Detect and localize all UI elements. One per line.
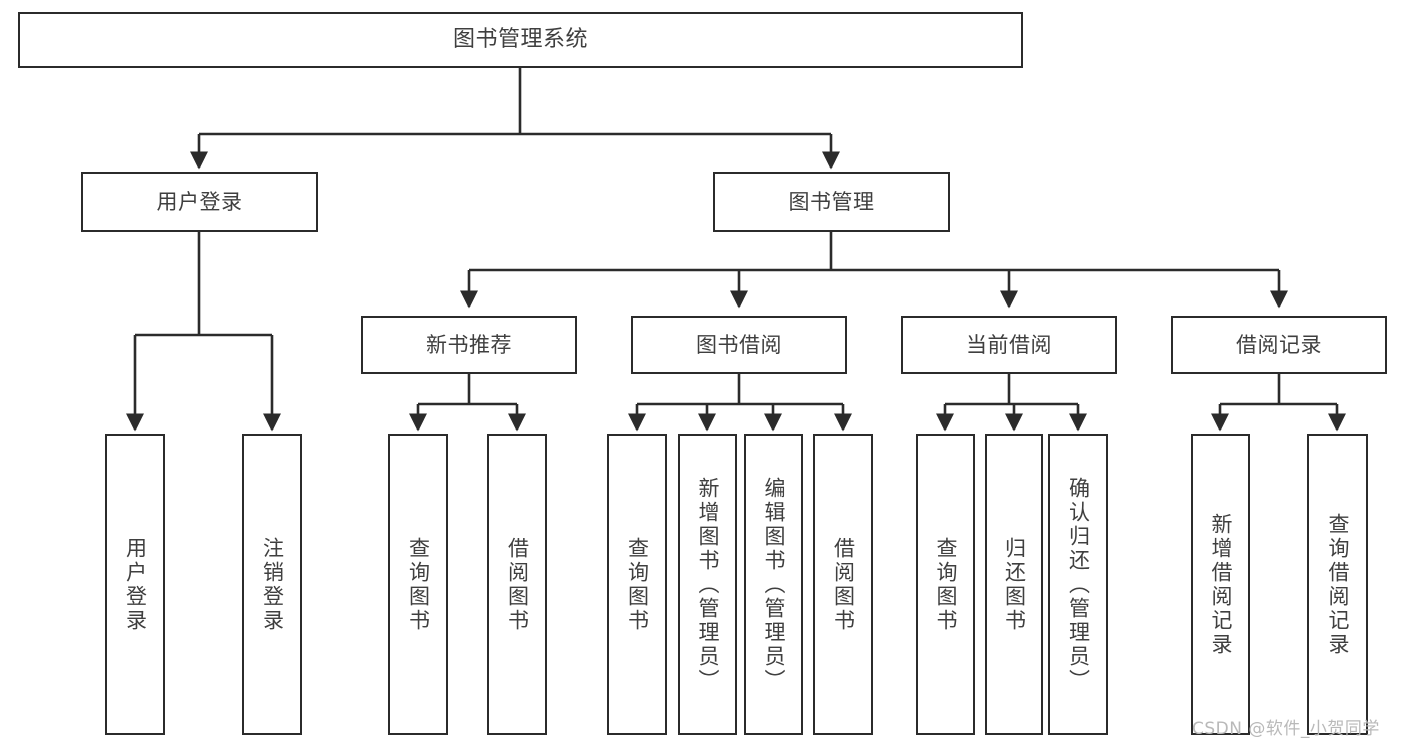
leaf-current-borrow-confirm[interactable]: 确认归还（管理员） — [1048, 434, 1108, 735]
node-root-system[interactable]: 图书管理系统 — [18, 12, 1023, 68]
leaf-current-borrow-confirm-label: 确认归还（管理员） — [1066, 476, 1091, 693]
leaf-book-borrow-query-label: 查询图书 — [625, 536, 650, 633]
leaf-book-borrow-edit[interactable]: 编辑图书（管理员） — [744, 434, 803, 735]
leaf-current-borrow-query-label: 查询图书 — [934, 536, 958, 633]
leaf-book-borrow-lend[interactable]: 借阅图书 — [813, 434, 873, 735]
leaf-new-book-borrow[interactable]: 借阅图书 — [487, 434, 547, 735]
leaf-current-borrow-return-label: 归还图书 — [1002, 536, 1027, 633]
leaf-user-login-signout[interactable]: 注销登录 — [242, 434, 302, 735]
node-user-login-label: 用户登录 — [156, 189, 243, 214]
csdn-watermark: CSDN @软件_小贺同学 — [1192, 719, 1380, 739]
node-new-book-recommend-label: 新书推荐 — [426, 332, 512, 357]
leaf-user-login-signin[interactable]: 用户登录 — [105, 434, 165, 735]
node-root-system-label: 图书管理系统 — [452, 27, 588, 53]
node-book-manage-label: 图书管理 — [788, 189, 875, 214]
leaf-borrow-record-add-label: 新增借阅记录 — [1209, 512, 1233, 657]
leaf-user-login-signout-label: 注销登录 — [260, 536, 285, 633]
leaf-current-borrow-return[interactable]: 归还图书 — [985, 434, 1043, 735]
node-book-borrow[interactable]: 图书借阅 — [631, 316, 847, 374]
leaf-borrow-record-query-label: 查询借阅记录 — [1326, 512, 1350, 657]
leaf-new-book-borrow-label: 借阅图书 — [505, 536, 530, 633]
node-current-borrow[interactable]: 当前借阅 — [901, 316, 1117, 374]
leaf-new-book-query-label: 查询图书 — [406, 536, 431, 633]
node-user-login[interactable]: 用户登录 — [81, 172, 318, 232]
node-new-book-recommend[interactable]: 新书推荐 — [361, 316, 577, 374]
leaf-current-borrow-query[interactable]: 查询图书 — [916, 434, 975, 735]
leaf-borrow-record-query[interactable]: 查询借阅记录 — [1307, 434, 1368, 735]
leaf-book-borrow-lend-label: 借阅图书 — [831, 536, 856, 633]
leaf-borrow-record-add[interactable]: 新增借阅记录 — [1191, 434, 1250, 735]
leaf-user-login-signin-label: 用户登录 — [123, 536, 148, 633]
node-book-manage[interactable]: 图书管理 — [713, 172, 950, 232]
leaf-book-borrow-add[interactable]: 新增图书（管理员） — [678, 434, 737, 735]
node-borrow-record-label: 借阅记录 — [1236, 332, 1322, 357]
leaf-book-borrow-add-label: 新增图书（管理员） — [696, 476, 720, 693]
node-book-borrow-label: 图书借阅 — [696, 332, 782, 357]
leaf-new-book-query[interactable]: 查询图书 — [388, 434, 448, 735]
node-borrow-record[interactable]: 借阅记录 — [1171, 316, 1387, 374]
leaf-book-borrow-query[interactable]: 查询图书 — [607, 434, 667, 735]
leaf-book-borrow-edit-label: 编辑图书（管理员） — [762, 476, 786, 693]
node-current-borrow-label: 当前借阅 — [966, 332, 1052, 357]
